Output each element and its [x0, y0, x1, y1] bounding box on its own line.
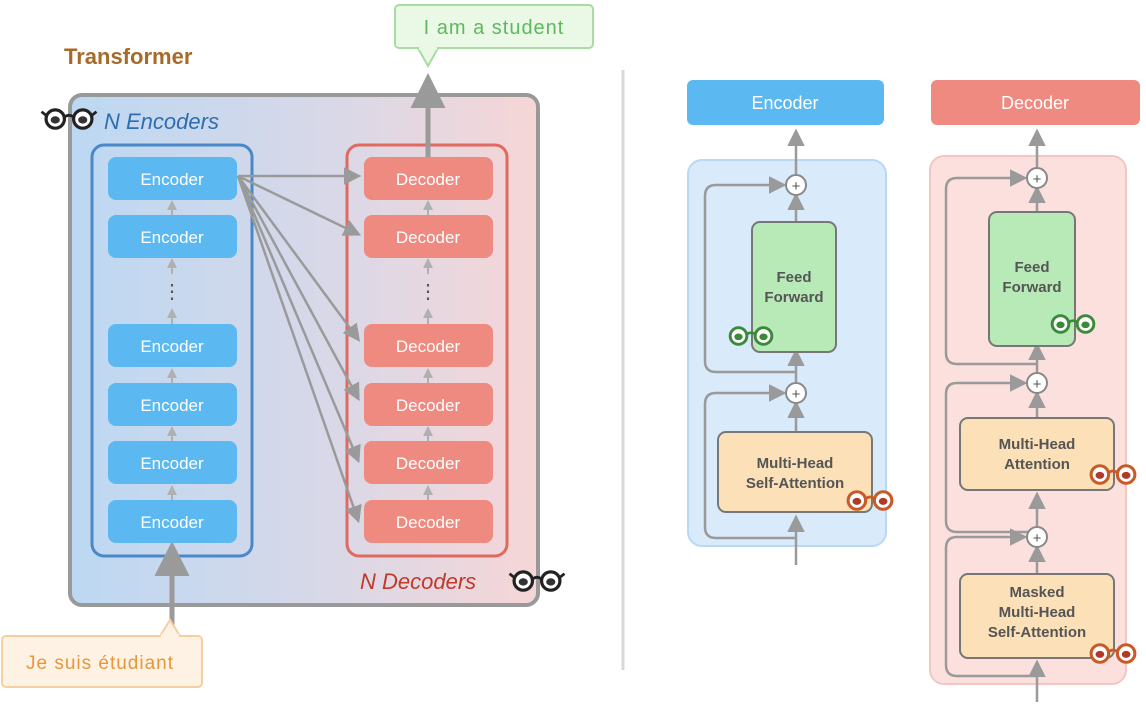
encoder-block: Encoder [108, 383, 237, 426]
svg-text:Encoder: Encoder [140, 513, 204, 532]
decoder-header [931, 80, 1140, 125]
svg-text:+: + [1033, 171, 1042, 188]
svg-text:Forward: Forward [1002, 279, 1061, 296]
svg-text:Encoder: Encoder [140, 454, 204, 473]
add-norm-circle [1026, 167, 1048, 189]
svg-text:Decoder: Decoder [396, 337, 461, 356]
add-norm-circle [785, 382, 807, 404]
svg-text:Multi-Head: Multi-Head [757, 455, 834, 472]
encoder-ellipsis: ⋮ [162, 281, 182, 303]
svg-text:+: + [792, 386, 801, 403]
decoder-cross-attention: Multi-Head Attention [959, 417, 1115, 491]
svg-text:Feed: Feed [1014, 259, 1049, 276]
encoder-self-attention: Multi-Head Self-Attention [717, 431, 873, 513]
svg-text:Multi-Head: Multi-Head [999, 436, 1076, 453]
encoder-feed-forward: Feed Forward [751, 221, 837, 353]
decoder-feed-forward: Feed Forward [988, 211, 1076, 347]
svg-text:Decoder: Decoder [396, 513, 461, 532]
encoders-label: N Encoders [104, 109, 219, 134]
decoder-block: Decoder [364, 441, 493, 484]
svg-text:Encoder: Encoder [140, 396, 204, 415]
encoder-block: Encoder [108, 215, 237, 258]
svg-text:Encoder: Encoder [140, 228, 204, 247]
decoder-block: Decoder [364, 215, 493, 258]
decoder-masked-self-attention: Masked Multi-Head Self-Attention [959, 573, 1115, 659]
add-norm-circle [785, 174, 807, 196]
add-norm-circle [1026, 372, 1048, 394]
decoder-ellipsis: ⋮ [418, 281, 438, 303]
decoder-block: Decoder [364, 324, 493, 367]
output-text: I am a student [424, 17, 565, 39]
cross-attention-arrows [236, 167, 362, 524]
encoder-header-label: Encoder [751, 93, 818, 113]
encoder-block: Encoder [108, 324, 237, 367]
svg-text:Self-Attention: Self-Attention [746, 475, 844, 492]
svg-text:Attention: Attention [1004, 456, 1070, 473]
transformer-title: Transformer [64, 44, 193, 69]
encoder-block: Encoder [108, 500, 237, 543]
decoder-block: Decoder [364, 383, 493, 426]
add-norm-circle [1026, 526, 1048, 548]
decoders-label: N Decoders [360, 569, 476, 594]
svg-text:Encoder: Encoder [140, 337, 204, 356]
svg-text:+: + [1033, 530, 1042, 547]
svg-text:Self-Attention: Self-Attention [988, 624, 1086, 641]
svg-text:Decoder: Decoder [396, 170, 461, 189]
svg-text:Masked: Masked [1009, 584, 1064, 601]
input-bubble: Je suis étudiant [1, 618, 203, 688]
svg-text:Feed: Feed [776, 269, 811, 286]
svg-text:Encoder: Encoder [140, 170, 204, 189]
decoder-header-label: Decoder [1001, 93, 1069, 113]
svg-text:Decoder: Decoder [396, 228, 461, 247]
encoder-block: Encoder [108, 157, 237, 200]
svg-text:Multi-Head: Multi-Head [999, 604, 1076, 621]
decoder-block: Decoder [364, 500, 493, 543]
svg-text:Decoder: Decoder [396, 454, 461, 473]
decoder-block: Decoder [364, 157, 493, 200]
encoder-header [687, 80, 884, 125]
input-text: Je suis étudiant [26, 653, 174, 674]
svg-text:+: + [1033, 376, 1042, 393]
svg-text:Decoder: Decoder [396, 396, 461, 415]
output-bubble: I am a student [394, 4, 594, 69]
encoder-block: Encoder [108, 441, 237, 484]
svg-text:+: + [792, 178, 801, 195]
svg-text:Forward: Forward [764, 289, 823, 306]
